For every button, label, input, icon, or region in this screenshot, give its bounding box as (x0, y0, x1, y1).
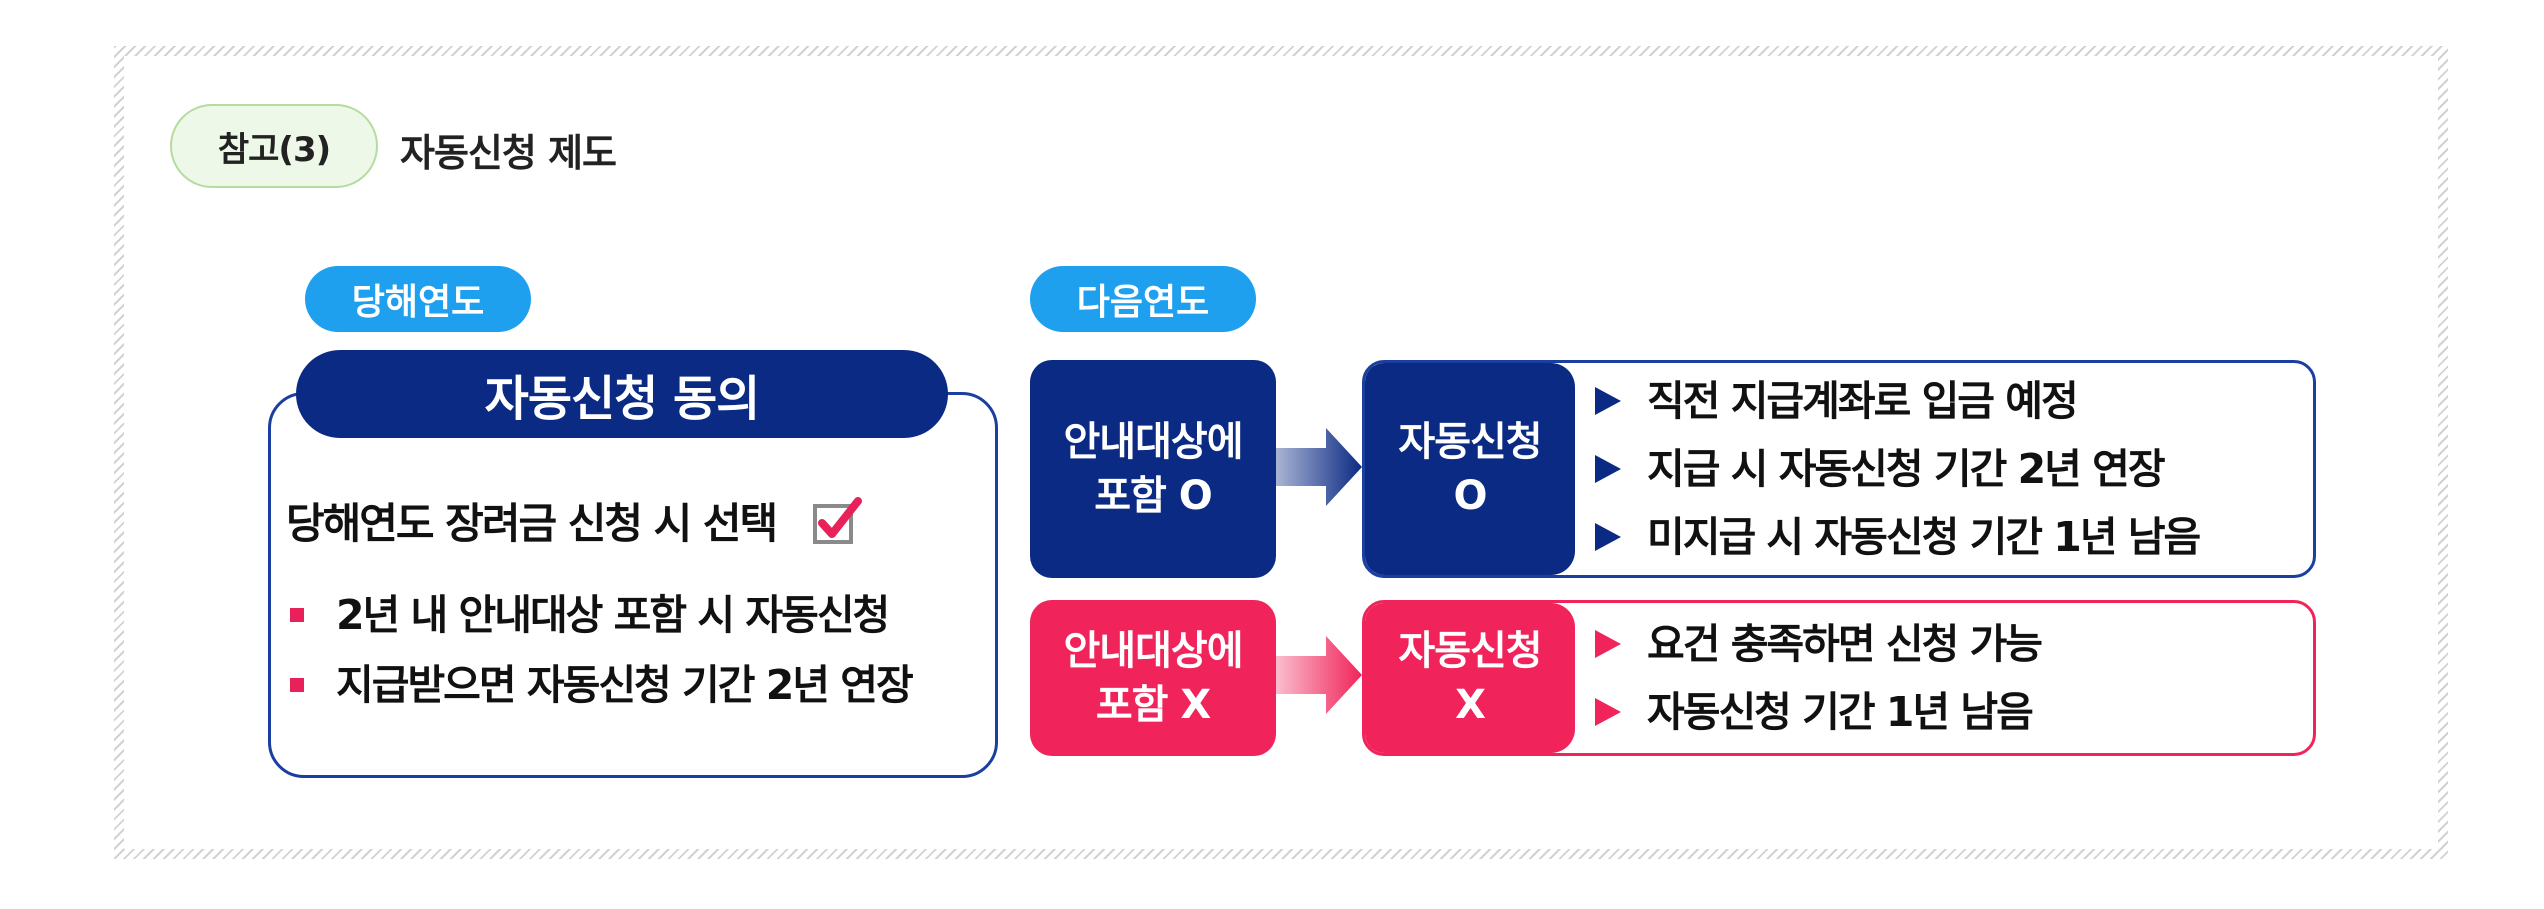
list-item: 미지급 시 자동신청 기간 1년 남음 (1585, 503, 2201, 571)
included-result-box: 자동신청 O 직전 지급계좌로 입금 예정 지급 시 자동신청 기간 2년 연장… (1362, 360, 2316, 578)
result-item-text: 직전 지급계좌로 입금 예정 (1647, 377, 2079, 425)
triangle-right-icon (1595, 698, 1621, 726)
included-condition-box: 안내대상에 포함 O (1030, 360, 1276, 578)
excluded-result-list: 요건 충족하면 신청 가능 자동신청 기간 1년 남음 (1585, 603, 2043, 753)
result-item-text: 미지급 시 자동신청 기간 1년 남음 (1647, 513, 2201, 561)
consent-select-row: 당해연도 장려금 신청 시 선택 (286, 490, 864, 551)
consent-title: 자동신청 동의 (296, 350, 948, 438)
condition-line2: 포함 O (1094, 473, 1213, 519)
result-line2: O (1453, 473, 1487, 519)
consent-panel (268, 392, 998, 778)
included-result-list: 직전 지급계좌로 입금 예정 지급 시 자동신청 기간 2년 연장 미지급 시 … (1585, 363, 2201, 575)
result-line1: 자동신청 (1398, 419, 1542, 465)
auto-apply-no-head: 자동신청 X (1365, 603, 1575, 753)
result-item-text: 요건 충족하면 신청 가능 (1647, 620, 2043, 668)
list-item: 지급 시 자동신청 기간 2년 연장 (1585, 435, 2199, 503)
list-item: 2년 내 안내대상 포함 시 자동신청 (290, 590, 912, 660)
condition-line1: 안내대상에 (1063, 419, 1244, 465)
excluded-condition-box: 안내대상에 포함 X (1030, 600, 1276, 756)
result-line2: X (1455, 682, 1486, 728)
list-item: 자동신청 기간 1년 남음 (1585, 678, 2041, 746)
list-item: 지급받으면 자동신청 기간 2년 연장 (290, 660, 914, 730)
consent-select-text: 당해연도 장려금 신청 시 선택 (286, 499, 778, 548)
condition-line1: 안내대상에 (1063, 628, 1244, 674)
result-item-text: 지급 시 자동신청 기간 2년 연장 (1647, 445, 2166, 493)
triangle-right-icon (1595, 630, 1621, 658)
list-item: 요건 충족하면 신청 가능 (1585, 610, 2043, 678)
current-year-tag: 당해연도 (305, 266, 531, 332)
bullet-square-icon (290, 608, 304, 622)
bullet-square-icon (290, 678, 304, 692)
arrow-right-icon (1276, 632, 1362, 718)
section-title: 자동신청 제도 (400, 131, 617, 175)
checkbox-checked-icon (812, 495, 864, 547)
triangle-right-icon (1595, 387, 1621, 415)
reference-badge: 참고(3) (170, 104, 378, 188)
next-year-tag: 다음연도 (1030, 266, 1256, 332)
triangle-right-icon (1595, 523, 1621, 551)
consent-bullet-list: 2년 내 안내대상 포함 시 자동신청 지급받으면 자동신청 기간 2년 연장 (290, 590, 914, 730)
arrow-right-icon (1276, 424, 1362, 510)
bullet-text: 2년 내 안내대상 포함 시 자동신청 (336, 591, 890, 639)
excluded-result-box: 자동신청 X 요건 충족하면 신청 가능 자동신청 기간 1년 남음 (1362, 600, 2316, 756)
result-line1: 자동신청 (1398, 628, 1542, 674)
list-item: 직전 지급계좌로 입금 예정 (1585, 367, 2199, 435)
result-item-text: 자동신청 기간 1년 남음 (1647, 688, 2034, 736)
bullet-text: 지급받으면 자동신청 기간 2년 연장 (336, 661, 914, 709)
condition-line2: 포함 X (1095, 682, 1211, 728)
auto-apply-yes-head: 자동신청 O (1365, 363, 1575, 575)
triangle-right-icon (1595, 455, 1621, 483)
